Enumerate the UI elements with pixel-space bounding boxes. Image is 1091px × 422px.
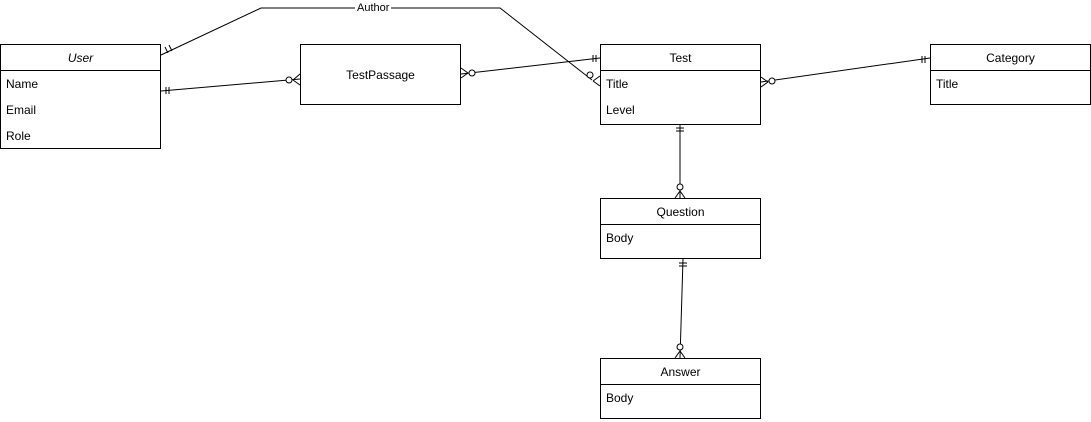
entity-question-attr-body: Body [606,231,634,245]
entity-question[interactable]: Question Body [600,198,761,259]
entity-user-attr-role: Role [6,129,31,143]
entity-category[interactable]: Category Title [930,44,1091,105]
entity-test-attr-level: Level [606,103,635,117]
entity-question-title: Question [601,199,760,225]
entity-user-attr-name: Name [6,77,39,91]
edge-test-category[interactable] [760,57,931,83]
entity-user-attr-email: Email [6,103,37,117]
edge-testpassage-test[interactable] [460,57,601,75]
entity-user[interactable]: User Name Email Role [0,44,161,149]
entity-answer[interactable]: Answer Body [600,358,761,419]
entity-test-attr-title: Title [606,77,629,91]
entity-test-title: Test [601,45,760,71]
entity-category-attr-title: Title [936,77,959,91]
edge-markers [164,44,926,359]
edge-question-answer[interactable] [679,258,684,359]
entity-user-title: User [1,45,160,71]
edge-user-testpassage[interactable] [160,78,301,92]
entity-testpassage-title: TestPassage [346,67,415,82]
entity-answer-title: Answer [601,359,760,385]
author-relation-label: Author [355,2,392,15]
entity-category-title: Category [931,45,1090,71]
entity-test[interactable]: Test Title Level [600,44,761,125]
entity-answer-attr-body: Body [606,391,634,405]
entity-testpassage[interactable]: TestPassage [300,44,461,105]
